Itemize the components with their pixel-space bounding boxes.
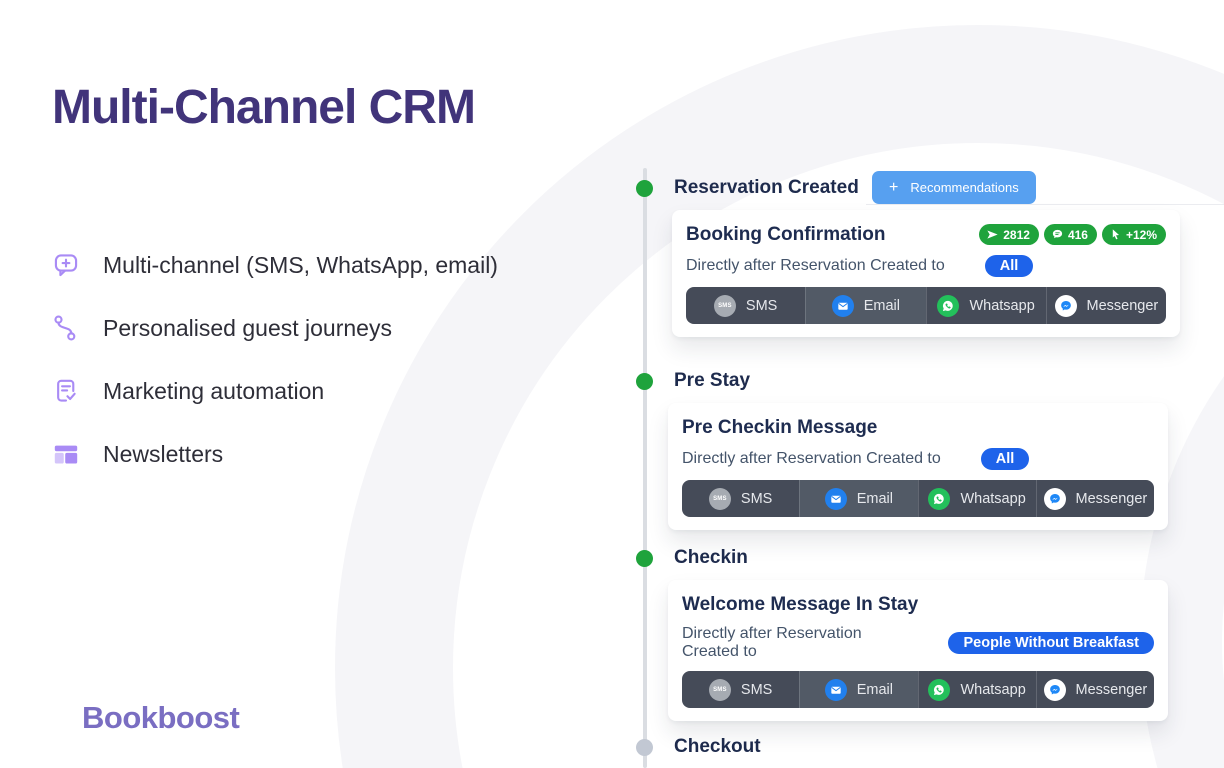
feature-label: Multi-channel (SMS, WhatsApp, email) — [103, 251, 498, 278]
sms-icon: SMS — [708, 487, 731, 510]
timeline-line — [643, 168, 647, 768]
messenger-icon — [1054, 294, 1077, 317]
channel-bar: SMS SMS Email Whatsapp Messenger — [682, 480, 1154, 517]
timeline-dot-checkin — [636, 550, 653, 567]
whatsapp-icon — [928, 678, 951, 701]
email-icon — [824, 487, 847, 510]
feature-label: Personalised guest journeys — [103, 314, 392, 341]
channel-email[interactable]: Email — [805, 287, 926, 324]
header-divider — [866, 204, 1224, 205]
feature-label: Newsletters — [103, 440, 224, 467]
stat-badge-replies: 416 — [1043, 224, 1097, 245]
trigger-text: Directly after Reservation Created to — [682, 625, 862, 660]
channel-email[interactable]: Email — [799, 480, 918, 517]
channel-whatsapp[interactable]: Whatsapp — [925, 287, 1046, 324]
recommendations-button[interactable]: + Recommendations — [872, 171, 1036, 204]
feature-item-multichannel: Multi-channel (SMS, WhatsApp, email) — [52, 250, 498, 280]
channel-sms[interactable]: SMS SMS — [682, 480, 799, 517]
timeline-dot-pre-stay — [636, 373, 653, 390]
channel-sms[interactable]: SMS SMS — [686, 287, 805, 324]
stat-value: 416 — [1067, 227, 1088, 242]
card-title: Pre Checkin Message — [682, 417, 878, 438]
channel-label: Email — [863, 297, 900, 314]
channel-bar: SMS SMS Email Whatsapp Messenger — [682, 671, 1154, 708]
email-icon — [824, 678, 847, 701]
cursor-click-icon — [1109, 228, 1122, 241]
channel-label: SMS — [745, 297, 778, 314]
channel-sms[interactable]: SMS SMS — [682, 671, 799, 708]
stat-badge-sent: 2812 — [979, 224, 1039, 245]
section-label-checkin: Checkin — [674, 547, 748, 568]
channel-label: Messenger — [1075, 490, 1148, 507]
section-label-checkout: Checkout — [674, 736, 761, 757]
document-check-icon — [52, 377, 80, 405]
timeline-dot-checkout — [636, 739, 653, 756]
sms-icon: SMS — [708, 678, 731, 701]
channel-label: SMS — [740, 490, 773, 507]
channel-label: Whatsapp — [960, 490, 1026, 507]
newsletter-icon — [52, 440, 80, 468]
bookboost-logo: Bookboost — [82, 700, 240, 735]
recommendations-label: Recommendations — [910, 180, 1019, 195]
section-label-pre-stay: Pre Stay — [674, 370, 751, 391]
card-title: Booking Confirmation — [686, 224, 886, 245]
channel-label: SMS — [740, 681, 773, 698]
stats-badges: 2812 416 +12% — [979, 224, 1166, 245]
channel-label: Whatsapp — [969, 297, 1035, 314]
audience-pill[interactable]: All — [984, 255, 1034, 277]
trigger-text: Directly after Reservation Created to — [686, 257, 945, 274]
section-label-reservation-created: Reservation Created — [674, 177, 859, 198]
feature-item-newsletters: Newsletters — [52, 439, 498, 469]
chat-plus-icon — [52, 251, 80, 279]
stat-badge-clicks: +12% — [1101, 224, 1166, 245]
chat-bubble-icon — [1051, 228, 1064, 241]
card-title: Welcome Message In Stay — [682, 594, 919, 615]
whatsapp-icon — [928, 487, 951, 510]
plus-icon: + — [889, 178, 899, 196]
channel-label: Email — [856, 681, 893, 698]
channel-bar: SMS SMS Email Whatsapp Messenger — [686, 287, 1166, 324]
stat-value: 2812 — [1003, 227, 1030, 242]
feature-item-journeys: Personalised guest journeys — [52, 313, 498, 343]
channel-email[interactable]: Email — [799, 671, 918, 708]
message-card-welcome-in-stay[interactable]: Welcome Message In Stay Directly after R… — [668, 580, 1168, 721]
channel-whatsapp[interactable]: Whatsapp — [917, 480, 1036, 517]
audience-pill[interactable]: People Without Breakfast — [948, 632, 1154, 654]
channel-label: Messenger — [1075, 681, 1148, 698]
stat-value: +12% — [1125, 227, 1157, 242]
channel-messenger[interactable]: Messenger — [1035, 671, 1154, 708]
feature-list: Multi-channel (SMS, WhatsApp, email) Per… — [52, 250, 498, 502]
messenger-icon — [1043, 678, 1066, 701]
audience-pill[interactable]: All — [980, 448, 1030, 470]
message-card-pre-checkin[interactable]: Pre Checkin Message Directly after Reser… — [668, 403, 1168, 530]
page-title: Multi-Channel CRM — [52, 81, 476, 134]
messenger-icon — [1043, 487, 1066, 510]
trigger-text: Directly after Reservation Created to — [682, 450, 941, 467]
feature-label: Marketing automation — [103, 377, 325, 404]
send-icon — [986, 228, 999, 241]
feature-item-automation: Marketing automation — [52, 376, 498, 406]
channel-messenger[interactable]: Messenger — [1035, 480, 1154, 517]
channel-label: Email — [856, 490, 893, 507]
channel-whatsapp[interactable]: Whatsapp — [917, 671, 1036, 708]
email-icon — [831, 294, 854, 317]
channel-label: Whatsapp — [960, 681, 1026, 698]
whatsapp-icon — [937, 294, 960, 317]
message-card-booking-confirmation[interactable]: Booking Confirmation 2812 416 +12% Direc… — [672, 210, 1180, 337]
timeline-dot-reservation-created — [636, 180, 653, 197]
journey-icon — [52, 314, 80, 342]
sms-icon: SMS — [713, 294, 736, 317]
channel-label: Messenger — [1086, 297, 1159, 314]
channel-messenger[interactable]: Messenger — [1045, 287, 1166, 324]
